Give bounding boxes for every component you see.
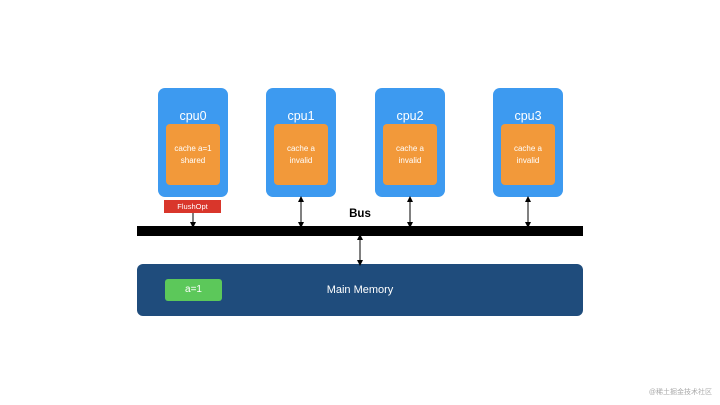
cpu2-cache: cache a invalid xyxy=(383,124,437,185)
cpu0-cache: cache a=1 shared xyxy=(166,124,220,185)
bus-bar xyxy=(137,226,583,236)
cpu1-cache-line2: invalid xyxy=(289,155,313,165)
cpu1-label: cpu1 xyxy=(287,109,315,123)
cpu3-cache: cache a invalid xyxy=(501,124,555,185)
cpu3-box: cpu3 cache a invalid xyxy=(493,88,563,197)
cpu2-cache-line1: cache a xyxy=(395,143,425,153)
cpu1-cache: cache a invalid xyxy=(274,124,328,185)
cpu0-cache-line2: shared xyxy=(180,155,206,165)
cpu3-label: cpu3 xyxy=(514,109,542,123)
cpu3-cache-line1: cache a xyxy=(513,143,543,153)
memory-value: a=1 xyxy=(165,279,222,301)
main-memory-label: Main Memory xyxy=(326,284,394,296)
cpu2-box: cpu2 cache a invalid xyxy=(375,88,445,197)
cpu2-label: cpu2 xyxy=(396,109,424,123)
flushopt-label: FlushOpt xyxy=(164,200,221,213)
cpu1-box: cpu1 cache a invalid xyxy=(266,88,336,197)
main-memory-box: a=1 Main Memory xyxy=(137,264,583,316)
cpu0-cache-line1: cache a=1 xyxy=(174,143,212,153)
cpu0-label: cpu0 xyxy=(179,109,207,123)
cpu1-cache-line1: cache a xyxy=(286,143,316,153)
cpu3-cache-line2: invalid xyxy=(516,155,540,165)
cpu2-cache-line2: invalid xyxy=(398,155,422,165)
cpu0-box: cpu0 cache a=1 shared xyxy=(158,88,228,197)
bus-label: Bus xyxy=(349,208,371,220)
watermark: @稀土掘金技术社区 xyxy=(648,389,712,396)
